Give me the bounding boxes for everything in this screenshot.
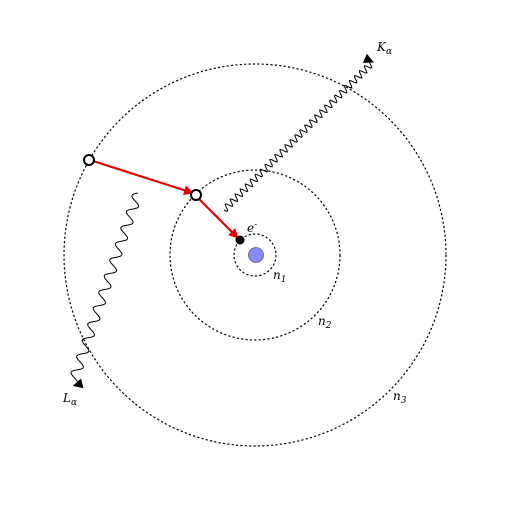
l-alpha-label: Lα [62, 391, 77, 408]
transition-n2-to-n1-arrow [196, 196, 239, 239]
k-alpha-photon [223, 53, 374, 212]
vacancy-n3 [83, 154, 95, 166]
k-alpha-label: Kα [376, 40, 392, 57]
n3-label: n3 [393, 389, 407, 406]
electron-label: e- [247, 220, 257, 235]
orbit-n1 [233, 233, 277, 277]
nucleus [248, 247, 264, 263]
n2-label: n2 [318, 314, 332, 331]
n1-label: n1 [273, 268, 286, 285]
transition-n3-to-n2-arrow [89, 158, 194, 196]
electron [235, 235, 245, 245]
orbit-n2 [169, 169, 341, 341]
vacancy-n2 [190, 189, 202, 201]
orbit-n3 [63, 63, 447, 447]
l-alpha-photon [70, 192, 140, 389]
